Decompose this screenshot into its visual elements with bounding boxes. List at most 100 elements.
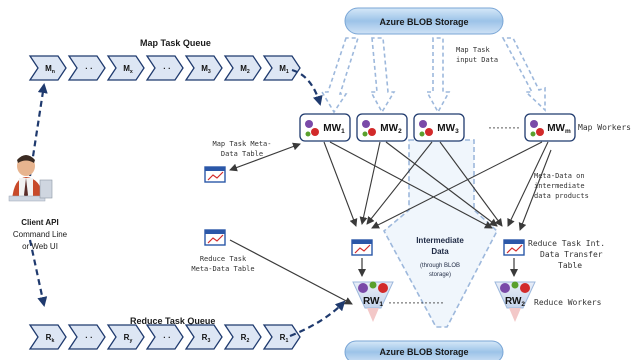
worker-dot (419, 131, 425, 137)
map-queue-title: Map Task Queue (140, 38, 211, 48)
map-worker: MW3 (413, 113, 465, 142)
map-queue-cell: M3 (184, 55, 223, 81)
map-input-label-line1: Map Task (456, 46, 491, 54)
reduce-queue-cell-label-sub: 1 (285, 338, 288, 344)
reduce-workers: RW1 RW2 (352, 281, 536, 322)
worker-dot (368, 128, 376, 136)
map-queue-cell-label: · · (163, 64, 171, 73)
reduce-queue-chevron (262, 324, 301, 350)
map-queue-cell-label-main: M (279, 64, 286, 73)
worker-dot (362, 131, 368, 137)
reduce-queue-cell: R2 (223, 324, 262, 350)
worker-dot (425, 128, 433, 136)
map-worker-label-sub: 3 (455, 128, 459, 135)
intermediate-data-line1: Intermediate (416, 236, 464, 245)
reduce-meta-table-icon (204, 229, 226, 246)
map-queue-cell: Mn (28, 55, 67, 81)
meta-table-arrows (229, 142, 353, 305)
map-worker-label-main: MW (547, 123, 565, 134)
table-to-reducer-arrows (358, 258, 518, 277)
reduce-queue-cell-label-main: · · (163, 333, 171, 342)
map-queue-chevron (145, 55, 184, 81)
map-worker-label-sub: 2 (398, 128, 402, 135)
reduce-transfer-line2: Data Transfer (540, 250, 603, 259)
reduce-queue-cell-label-sub: y (129, 338, 132, 344)
reduce-transfer-line3: Table (558, 261, 582, 270)
map-queue-chevron (106, 55, 145, 81)
client-arrows (28, 68, 346, 338)
map-workers-dots: ········ (488, 120, 520, 134)
map-queue-chevron (67, 55, 106, 81)
map-queue-cell-label-sub: 3 (208, 69, 211, 75)
client-label-line1: Client API (21, 218, 58, 227)
map-queue-cell-label-sub: 2 (247, 69, 250, 75)
reduce-worker-label-main: RW (363, 296, 380, 307)
reduce-worker: RW1 (352, 281, 394, 322)
reduce-queue-chevron (106, 324, 145, 350)
reduce-queue-cell-label: Ry (124, 333, 133, 344)
worker-dot (305, 131, 311, 137)
map-queue-cell-label: M1 (279, 64, 289, 75)
map-queue-cell-label: Mn (45, 64, 55, 75)
reduce-queue-cell-label-sub: k (51, 338, 54, 344)
reduce-workers-dots: ·············· (388, 295, 444, 309)
worker-dot (500, 283, 510, 293)
map-queue-cell-label-sub: 1 (286, 69, 289, 75)
reduce-transfer-table-icon-2 (503, 239, 525, 256)
map-input-label-line2: input Data (456, 56, 498, 64)
map-queue-cell-label-main: M (45, 64, 52, 73)
map-queue-cell-label: · · (85, 64, 93, 73)
map-queue-cell-label: M3 (201, 64, 211, 75)
reduce-worker: RW2 (494, 281, 536, 322)
intermediate-data-line3: (through BLOB (420, 263, 460, 269)
map-queue-cell-label-main: · · (85, 64, 93, 73)
map-queue-chevron (262, 55, 301, 81)
map-queue-cell-label-main: M (240, 64, 247, 73)
map-worker: MWm (524, 113, 576, 142)
reduce-worker-label-main: RW (505, 296, 522, 307)
map-worker-label: MW2 (380, 123, 402, 135)
reduce-queue-cell: R3 (184, 324, 223, 350)
map-queue-cell-label-main: M (201, 64, 208, 73)
reduce-queue-cell-label: R2 (241, 333, 250, 344)
map-queue-cell-label-sub: n (52, 69, 55, 75)
reduce-workers-label: Reduce Workers (534, 298, 602, 307)
reduce-transfer-table-icon-1 (351, 239, 373, 256)
reduce-queue-cell-label: Rk (46, 333, 55, 344)
reduce-queue-cell-label-main: R (46, 333, 52, 342)
worker-dot (378, 283, 388, 293)
map-meta-table-icon (204, 166, 226, 183)
reduce-queue-cell-label-main: R (124, 333, 130, 342)
reduce-queue-cell: · · (67, 324, 106, 350)
map-queue-chevron (184, 55, 223, 81)
reduce-queue-cell-label-main: R (241, 333, 247, 342)
reduce-queue-chevron (145, 324, 184, 350)
reduce-queue-title: Reduce Task Queue (130, 316, 215, 326)
worker-dot (305, 120, 313, 128)
map-queue-cell-label: Mx (123, 64, 133, 75)
map-queue-chevron (223, 55, 262, 81)
reduce-queue-cell-label: R3 (202, 333, 211, 344)
map-worker: MW2 (356, 113, 408, 142)
intermediate-data-region: Intermediate Data (through BLOB storage) (382, 139, 498, 328)
reduce-queue-cell-label-main: R (280, 333, 286, 342)
map-queue-cell-label-main: M (123, 64, 130, 73)
map-worker-label: MW1 (323, 123, 345, 135)
reduce-queue-cell-label-sub: 3 (207, 338, 210, 344)
shuffle-arrows (323, 141, 552, 231)
worker-dot (362, 120, 370, 128)
map-queue-cell-label-sub: x (130, 69, 133, 75)
reduce-meta-label-line1: Reduce Task (200, 255, 247, 263)
map-worker-label: MW3 (437, 123, 459, 135)
map-input-arrows (320, 37, 546, 114)
reduce-queue-cell-label: R1 (280, 333, 289, 344)
reduce-queue-cell: · · (145, 324, 184, 350)
intermediate-data-line2: Data (431, 247, 449, 256)
blob-storage-bottom-label: Azure BLOB Storage (379, 347, 468, 357)
reduce-queue-cell-label-main: · · (85, 333, 93, 342)
reduce-queue-chevron (28, 324, 67, 350)
map-worker-label: MWm (547, 123, 571, 135)
